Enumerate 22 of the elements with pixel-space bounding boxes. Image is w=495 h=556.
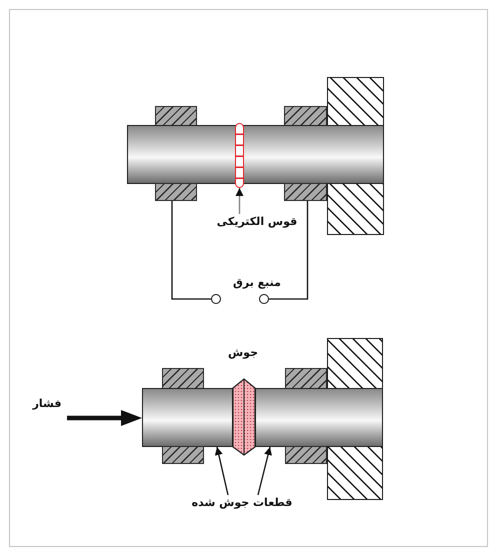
clamp-block xyxy=(155,183,197,201)
part-label: جوش xyxy=(228,345,258,360)
wire-line xyxy=(171,201,211,300)
clamp-block xyxy=(162,446,204,464)
leader-arrow xyxy=(236,188,244,214)
clamp-block xyxy=(284,183,327,201)
clamp-block xyxy=(285,446,327,464)
clamp-block xyxy=(284,106,327,126)
metal-rod xyxy=(142,388,233,447)
metal-rod xyxy=(255,388,383,447)
callout-label: قوس الکتریکی xyxy=(216,214,298,229)
part-label: فشار xyxy=(32,396,62,411)
wire-line xyxy=(269,201,308,300)
electric-arc xyxy=(235,123,244,188)
callout-label: قطعات جوش شده xyxy=(192,495,292,510)
leader-arrow xyxy=(257,446,272,496)
clamp-block xyxy=(285,368,327,389)
clamp-block xyxy=(155,106,197,126)
clamp-block xyxy=(162,368,204,389)
leader-arrow xyxy=(214,446,229,496)
metal-rod xyxy=(127,125,384,184)
part-label: منبع برق xyxy=(233,275,281,290)
